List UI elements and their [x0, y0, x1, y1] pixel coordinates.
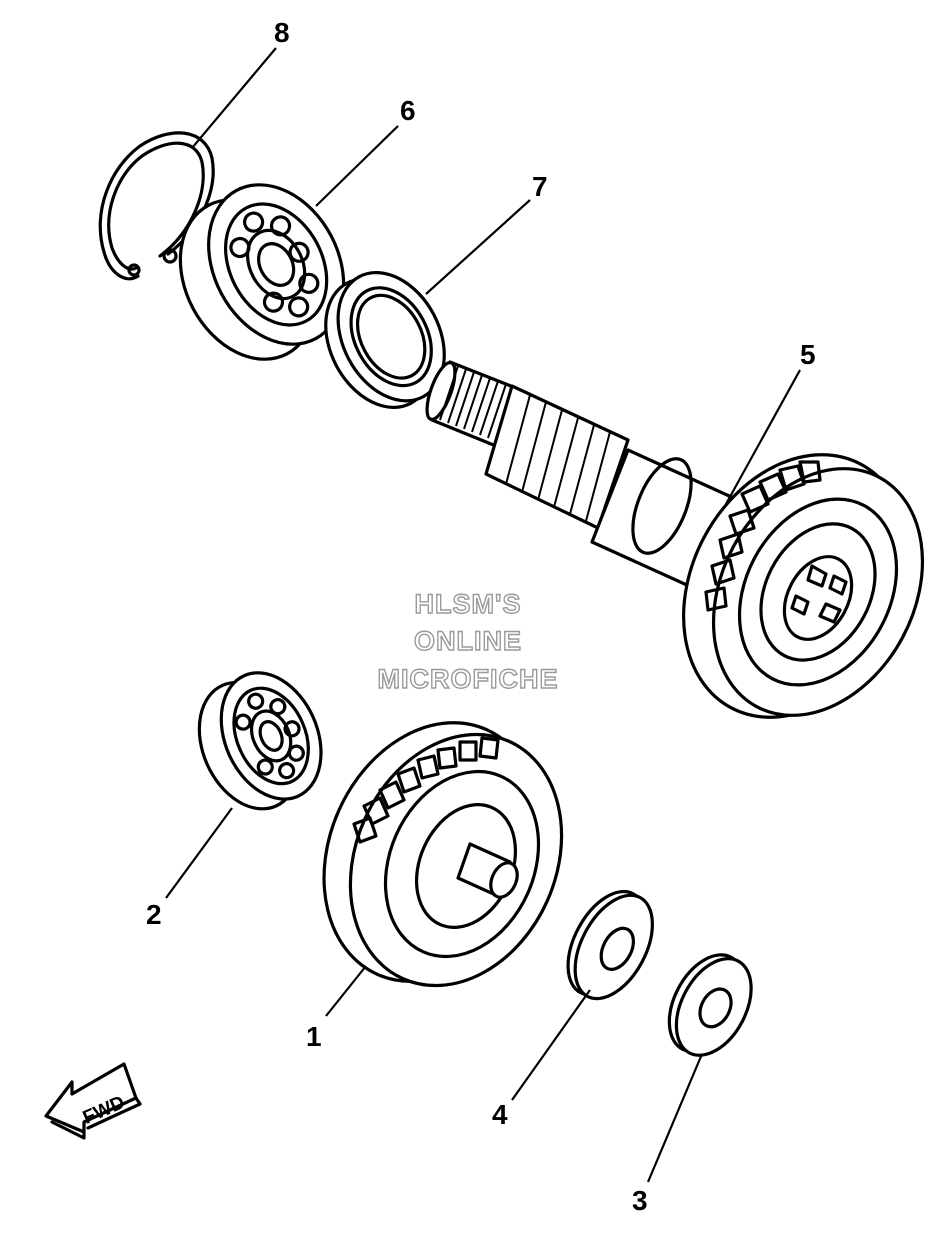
washer-part-3: [667, 953, 753, 1057]
circlip-part-8: [98, 131, 215, 281]
leader-lines: [165, 47, 801, 1183]
leader-line-8: [191, 47, 277, 149]
callout-6: 6: [400, 95, 416, 126]
callout-5: 5: [800, 339, 816, 370]
washer-part-4: [566, 889, 654, 1001]
callout-2: 2: [146, 899, 162, 930]
watermark-line-1: HLSM'S: [415, 589, 522, 619]
leader-line-4: [511, 989, 591, 1101]
leader-line-2: [165, 807, 233, 899]
callout-1: 1: [306, 1021, 322, 1052]
fwd-arrow-icon: FWD: [44, 1062, 142, 1140]
idler-gear-part-1: [322, 721, 564, 988]
leader-line-7: [425, 199, 531, 295]
leader-line-5: [725, 369, 801, 505]
callout-numbers: 8 6 7 5 2 1 4 3: [146, 17, 816, 1216]
leader-line-6: [315, 125, 399, 207]
main-axle-part-5: [425, 360, 925, 719]
watermark: HLSM'S ONLINE MICROFICHE: [377, 588, 559, 694]
callout-4: 4: [492, 1099, 508, 1130]
leader-line-3: [646, 1053, 704, 1183]
oil-seal-part-7: [324, 270, 446, 410]
callout-7: 7: [532, 171, 548, 202]
bearing-part-2: [197, 671, 323, 811]
callout-3: 3: [632, 1185, 648, 1216]
callout-8: 8: [274, 17, 290, 48]
watermark-line-2: ONLINE: [414, 626, 522, 656]
leader-line-1: [325, 965, 367, 1017]
bearing-part-6: [178, 183, 346, 361]
watermark-line-3: MICROFICHE: [378, 664, 559, 694]
